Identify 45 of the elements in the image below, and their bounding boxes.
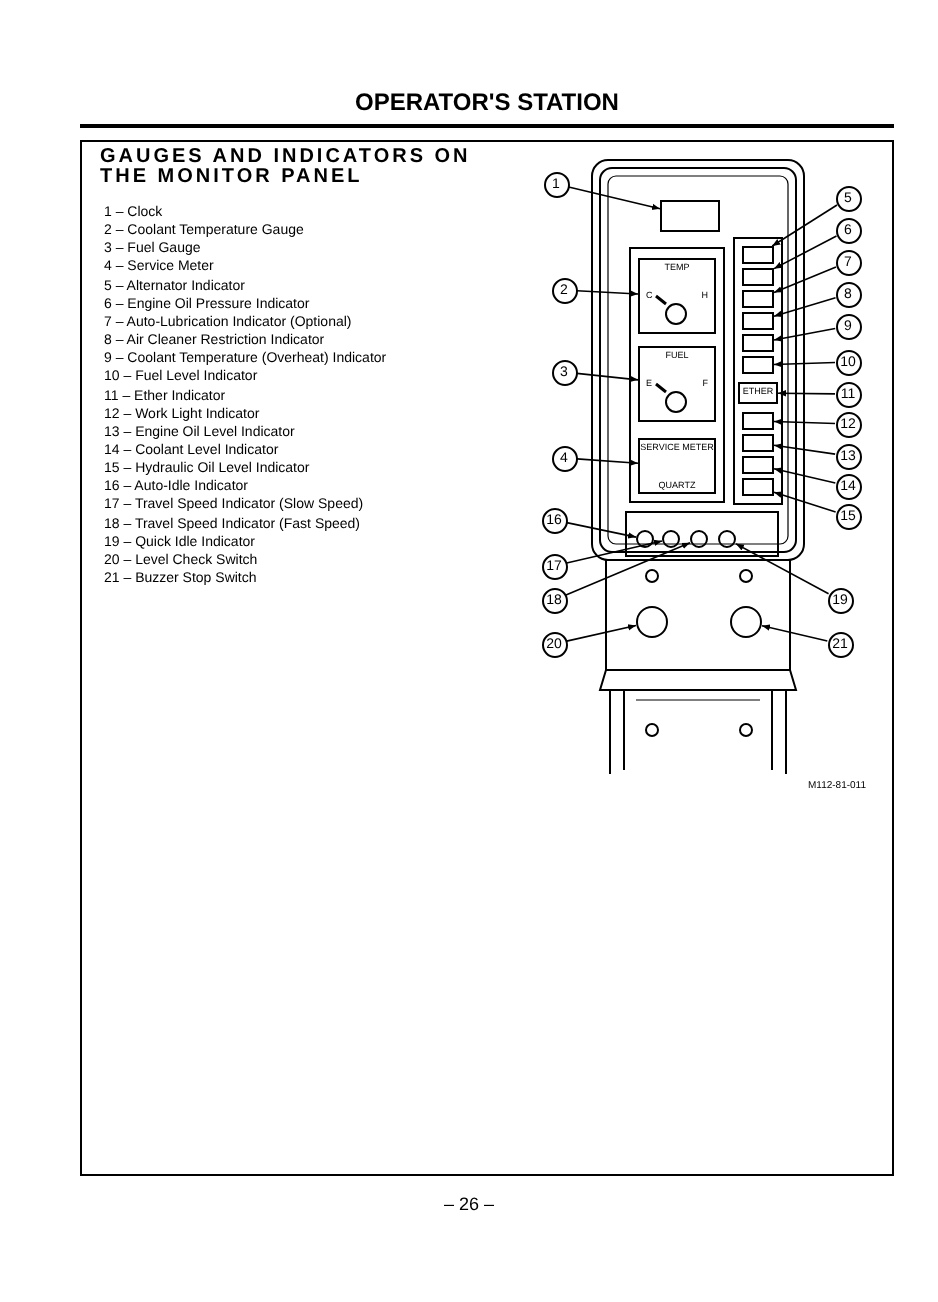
- leader-line: [576, 372, 639, 383]
- indicator-lamp: [738, 382, 778, 404]
- indicator-lamp: [636, 530, 654, 548]
- leader-line: [773, 443, 836, 455]
- leader-line: [576, 289, 639, 297]
- leader-line: [735, 543, 830, 595]
- leader-line: [773, 418, 836, 425]
- switch-knob: [730, 606, 762, 638]
- gauge-face: [638, 346, 716, 422]
- leader-line: [565, 539, 663, 564]
- indicator-lamp: [742, 312, 774, 330]
- leader-line: [771, 204, 838, 247]
- leader-line: [773, 266, 837, 294]
- indicator-lamp: [742, 434, 774, 452]
- leader-line: [773, 467, 837, 484]
- leader-line: [773, 491, 837, 513]
- indicator-lamp: [742, 268, 774, 286]
- leader-line: [777, 390, 836, 397]
- switch-knob: [636, 606, 668, 638]
- leader-line: [773, 296, 837, 317]
- indicator-lamp: [742, 478, 774, 496]
- service-meter: [638, 438, 716, 494]
- leader-line: [565, 624, 637, 642]
- leader-line: [773, 327, 837, 342]
- gauge-face: [638, 258, 716, 334]
- indicator-lamp: [742, 290, 774, 308]
- leader-line: [773, 361, 836, 368]
- indicator-lamp: [690, 530, 708, 548]
- indicator-lamp: [718, 530, 736, 548]
- indicator-lamp: [742, 334, 774, 352]
- indicator-lamp: [742, 246, 774, 264]
- indicator-lamp: [742, 356, 774, 374]
- indicator-lamp: [662, 530, 680, 548]
- indicator-lamp: [742, 456, 774, 474]
- page-number: – 26 –: [444, 1192, 495, 1218]
- indicator-lamp: [742, 412, 774, 430]
- leader-line: [761, 624, 829, 642]
- section-heading: GAUGES AND INDICATORS ON THE MONITOR PANEL: [100, 148, 473, 188]
- leader-line: [567, 186, 661, 211]
- leader-line: [565, 542, 691, 596]
- page-title: OPERATOR'S STATION: [353, 86, 621, 120]
- leader-line: [773, 235, 838, 270]
- leader-line: [576, 458, 639, 466]
- leader-line: [565, 521, 637, 539]
- clock-display: [660, 200, 720, 232]
